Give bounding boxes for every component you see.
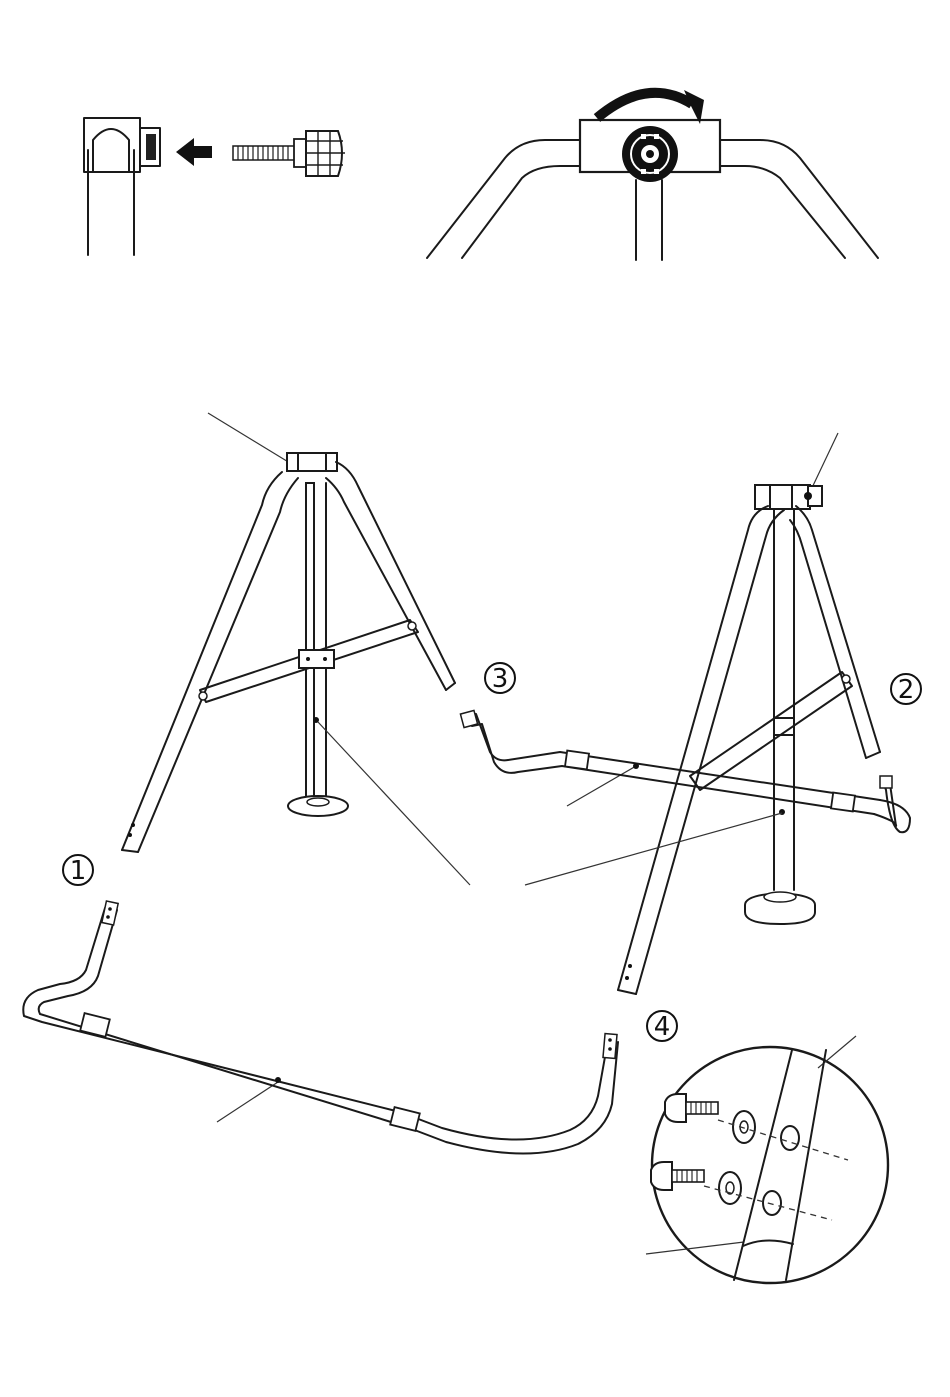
right-stand (618, 433, 880, 994)
detail-knob-bolt (84, 118, 345, 255)
leader-lines (318, 722, 782, 885)
step-1-label: 1 (70, 856, 87, 886)
rear-bar (460, 710, 910, 832)
tube-cap (84, 118, 160, 255)
hole-upper (781, 1126, 799, 1150)
knob-bolt-icon (622, 126, 678, 182)
knob-bolt-icon (233, 131, 345, 176)
front-bar (23, 901, 618, 1154)
step-4-marker: 4 (647, 1011, 677, 1042)
hole-lower (763, 1191, 781, 1215)
step-3-marker: 3 (485, 663, 515, 694)
step-1-marker: 1 (63, 855, 93, 886)
step-3-label: 3 (492, 664, 509, 694)
bolt-detail-circle (646, 1036, 888, 1283)
main-assembly: 1 2 3 4 (23, 413, 921, 1154)
step-4-label: 4 (654, 1012, 671, 1042)
step-2-marker: 2 (891, 674, 921, 705)
step-2-label: 2 (898, 675, 915, 705)
detail-tighten-top (427, 90, 878, 260)
left-stand (122, 413, 455, 852)
arrow-left-icon (176, 138, 212, 166)
